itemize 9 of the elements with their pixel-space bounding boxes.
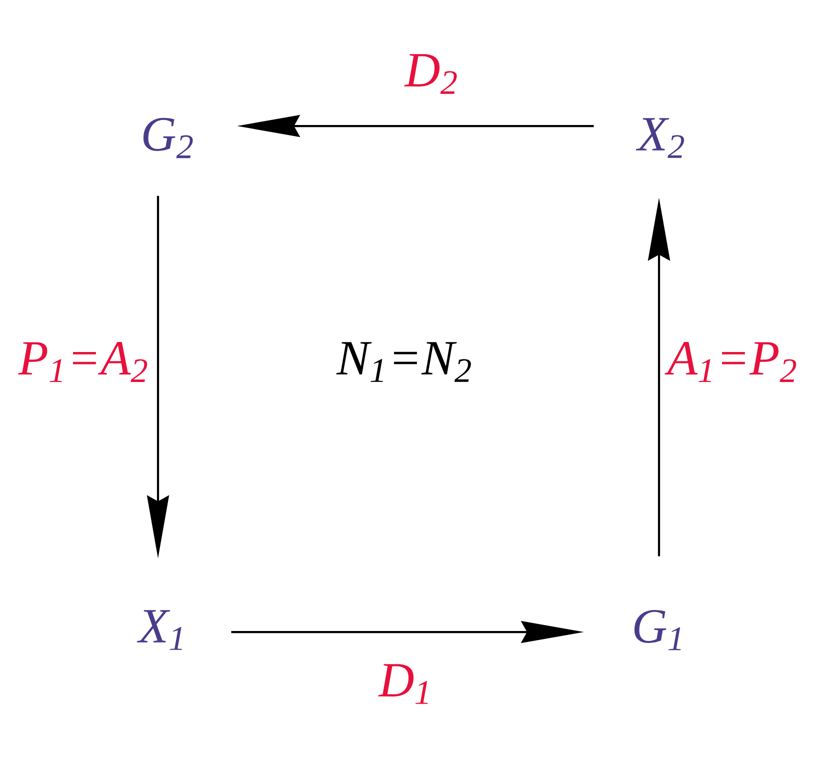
equation-label: N$_{1}$=N$_{2}$ [336,342,471,382]
edge-label: A$_{1}$=P$_{2}$ [664,342,796,382]
symbol-label: X$_{1}$ [136,610,182,650]
edge-label: D$_{2}$ [404,54,457,94]
symbol-label: X$_{2}$ [636,118,684,158]
edge-label: D$_{1}$ [378,664,428,704]
symbol-label: G$_{2}$ [143,118,193,158]
edge-label: P$_{1}$=A$_{2}$ [18,342,148,382]
symbol-label: G$_{1}$ [634,610,681,650]
